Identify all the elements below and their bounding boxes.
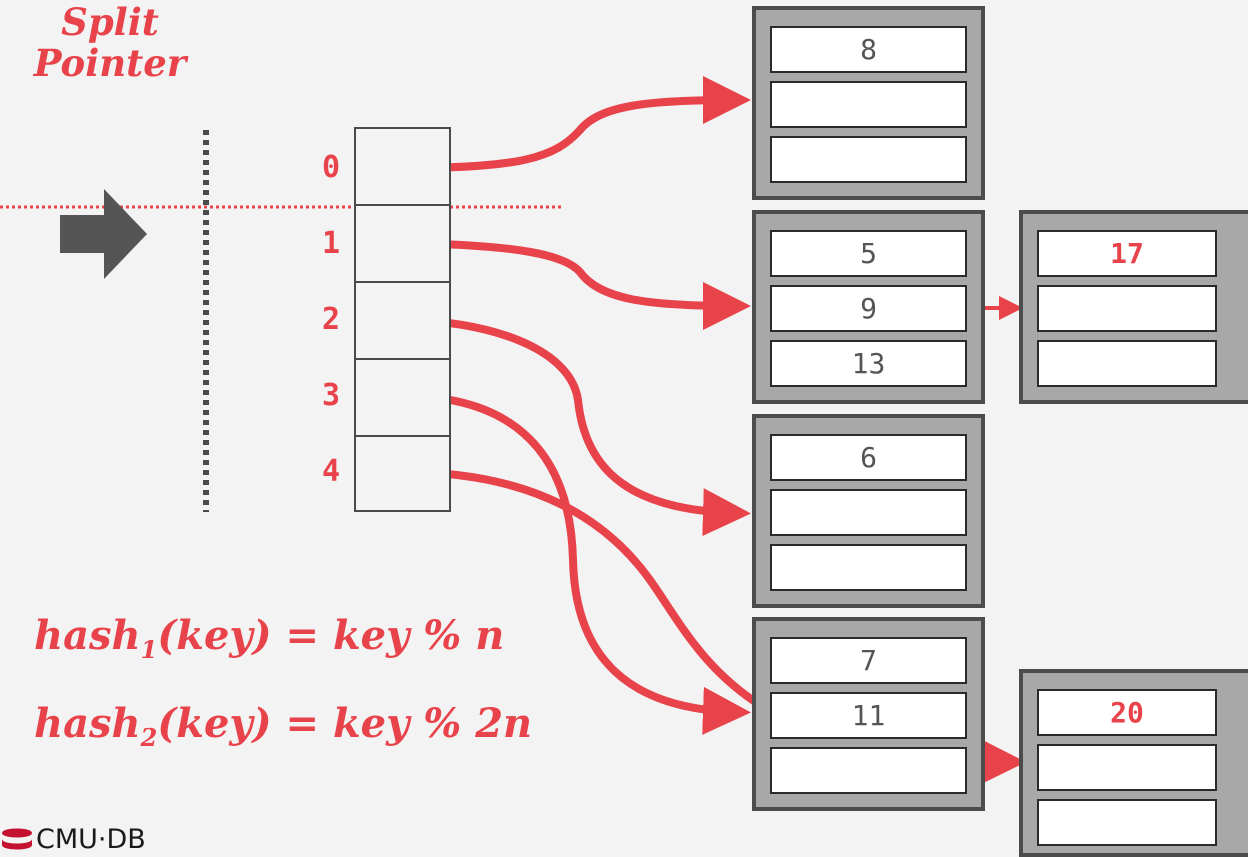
formula-hash1-rest: (key) = key % n [157,612,505,659]
pointer-arrow-2 [399,316,751,537]
title-line-1: Split [61,0,159,44]
bucket-1-slot-0: 5 [770,230,967,277]
bucket-3-slot-0: 7 [770,637,967,684]
bucket-0-slot-2 [770,136,967,183]
overflow-bucket-1: 20 [1019,669,1248,857]
logo-text: CMU·DB [36,824,146,855]
database-logo-icon [2,828,32,849]
pointer-arrow-1 [399,239,751,330]
overflow-bucket-1-slot-0: 20 [1037,689,1217,736]
bucket-0-slot-1 [770,81,967,128]
formula-hash2-rest: (key) = key % 2n [157,700,533,747]
overflow-bucket-0: 17 [1019,210,1248,404]
bucket-3-slot-2 [770,747,967,794]
bucket-1-slot-2: 13 [770,340,967,387]
formula-hash2-fn: hash [34,700,141,747]
bucket-1: 5 9 13 [752,210,985,404]
slot-index-2: 2 [321,302,340,337]
bucket-3-slot-1: 11 [770,692,967,739]
overflow-bucket-1-slot-2 [1037,799,1217,846]
bucket-2-slot-2 [770,544,967,591]
formula-hash1: hash1(key) = key % n [34,612,504,664]
pointer-arrow-3 [399,392,751,735]
bucket-0: 8 [752,6,985,200]
formula-hash2-sub: 2 [140,723,158,752]
slot-index-0: 0 [321,150,340,185]
overflow-bucket-1-slot-1 [1037,744,1217,791]
directory-slot-0 [356,129,449,206]
slot-index-1: 1 [321,226,340,261]
directory-slot-2 [356,283,449,360]
slot-index-3: 3 [321,378,340,413]
cmu-db-logo: CMU·DB [0,822,146,857]
bucket-1-slot-1: 9 [770,285,967,332]
pointer-arrow-0 [399,76,751,172]
overflow-bucket-0-slot-0: 17 [1037,230,1217,277]
formula-hash2: hash2(key) = key % 2n [34,700,532,752]
bucket-2: 6 [752,414,985,608]
bucket-3: 7 11 [752,617,985,811]
overflow-bucket-0-slot-1 [1037,285,1217,332]
formula-hash1-sub: 1 [140,635,158,664]
directory-slot-3 [356,360,449,437]
split-pointer-arrow-icon [60,189,147,279]
bucket-2-slot-1 [770,489,967,536]
formula-hash1-fn: hash [34,612,141,659]
title-line-2: Pointer [33,41,187,85]
split-pointer-title: Split Pointer [20,2,200,84]
directory-slot-1 [356,206,449,283]
bucket-2-slot-0: 6 [770,434,967,481]
slot-index-4: 4 [321,454,340,489]
bucket-0-slot-0: 8 [770,26,967,73]
overflow-bucket-0-slot-2 [1037,340,1217,387]
directory-array [354,127,451,512]
